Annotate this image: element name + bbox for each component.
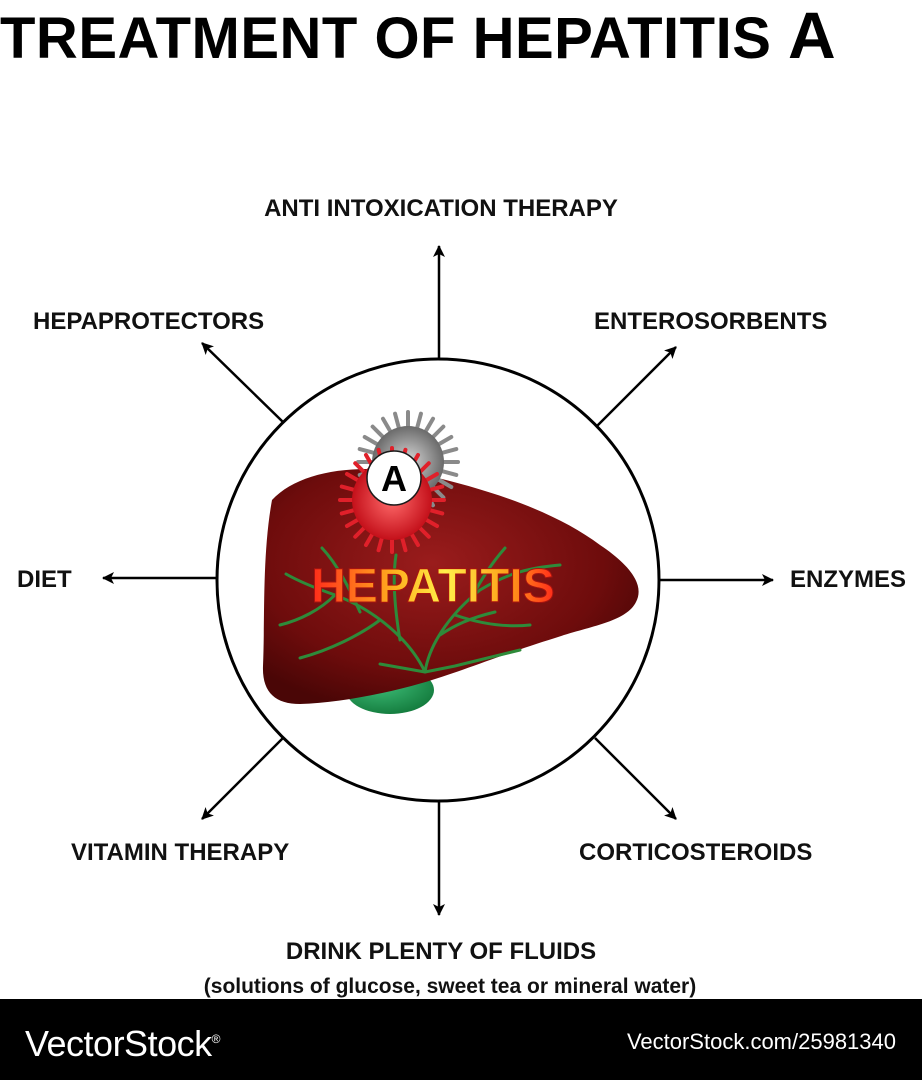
treatment-diagram: HEPATITIS A <box>102 245 774 916</box>
label-anti-intoxication: ANTI INTOXICATION THERAPY <box>264 195 618 222</box>
watermark-bar: VectorStock® VectorStock.com/25981340 <box>0 999 922 1080</box>
virus-letter: A <box>381 458 407 499</box>
liver <box>262 468 639 704</box>
page-title: TREATMENT OF HEPATITIS A <box>0 2 836 72</box>
virus-letter-badge <box>366 450 422 506</box>
arrow-bottom-left <box>201 737 284 820</box>
image-reference: VectorStock.com/25981340 <box>626 1029 896 1054</box>
label-diet: DIET <box>17 566 72 593</box>
registered-mark: ® <box>211 1032 221 1046</box>
arrow-top-right <box>594 346 677 429</box>
label-vitamin-therapy: VITAMIN THERAPY <box>71 839 290 866</box>
label-fluids-note: (solutions of glucose, sweet tea or mine… <box>203 975 697 998</box>
title-text: TREATMENT OF HEPATITIS <box>0 6 772 71</box>
title-letter: A <box>788 0 837 72</box>
arrow-top-left <box>201 342 284 423</box>
label-enzymes: ENZYMES <box>790 566 907 593</box>
treatment-arrows <box>102 245 774 916</box>
label-corticosteroids: CORTICOSTEROIDS <box>579 839 813 866</box>
bile-ducts <box>278 546 562 674</box>
vectorstock-brand: VectorStock <box>25 1023 212 1064</box>
arrow-bottom-right <box>594 737 677 820</box>
hepatitis-label: HEPATITIS <box>311 560 555 613</box>
label-enterosorbents: ENTEROSORBENTS <box>594 308 828 335</box>
label-hepaprotectors: HEPAPROTECTORS <box>33 308 265 335</box>
label-drink-fluids: DRINK PLENTY OF FLUIDS <box>285 938 597 965</box>
vectorstock-logo: VectorStock® <box>25 1019 220 1064</box>
